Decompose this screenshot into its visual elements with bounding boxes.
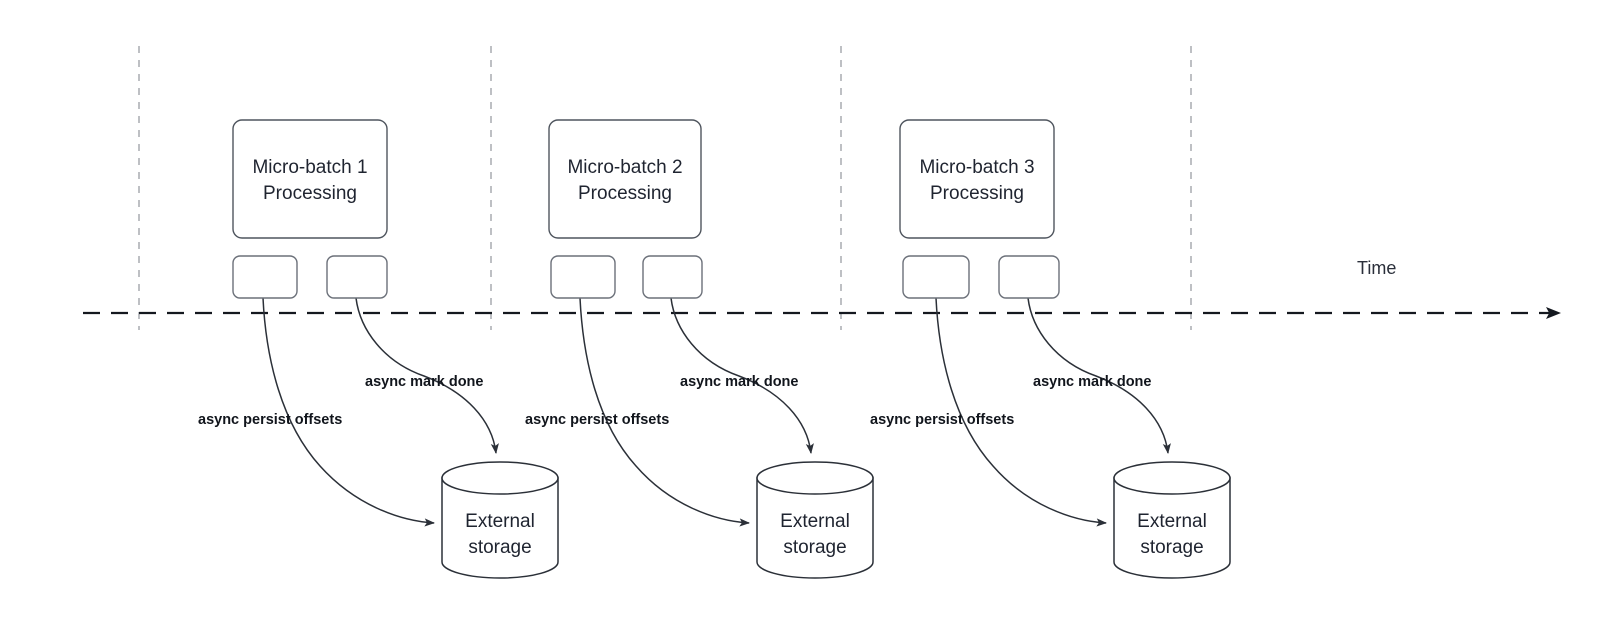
micro-batch-3-box[interactable] <box>899 119 1055 239</box>
persist-offsets-label-1: async persist offsets <box>198 412 342 428</box>
persist-task-box-1[interactable] <box>232 255 298 299</box>
mark-done-label-1: async mark done <box>365 374 483 390</box>
mark-done-label-3: async mark done <box>1033 374 1151 390</box>
batch-group-2: Micro-batch 2 Processing async persist o… <box>525 119 874 579</box>
mark-done-task-box-1[interactable] <box>326 255 388 299</box>
external-storage-1-label-line1: External <box>465 511 535 532</box>
persist-offsets-label-3: async persist offsets <box>870 412 1014 428</box>
external-storage-3-label-line2: storage <box>1140 537 1203 558</box>
micro-batch-3-label-line1: Micro-batch 3 <box>919 157 1034 178</box>
persist-offsets-arrow-1 <box>262 297 435 527</box>
external-storage-2-body[interactable] <box>756 477 874 579</box>
external-storage-1[interactable]: External storage <box>441 461 559 579</box>
external-storage-2-top <box>756 461 874 495</box>
persist-offsets-arrow-3 <box>935 297 1107 527</box>
external-storage-1-label-line2: storage <box>468 537 531 558</box>
external-storage-3-top <box>1113 461 1231 495</box>
persist-task-box-2[interactable] <box>550 255 616 299</box>
micro-batch-2-box[interactable] <box>548 119 702 239</box>
external-storage-2-label-line2: storage <box>783 537 846 558</box>
mark-done-arrow-1 <box>355 297 499 454</box>
micro-batch-3-label-line2: Processing <box>930 183 1024 204</box>
persist-offsets-label-2: async persist offsets <box>525 412 669 428</box>
external-storage-3-label-line1: External <box>1137 511 1207 532</box>
time-axis: Time <box>83 258 1561 319</box>
external-storage-1-body[interactable] <box>441 477 559 579</box>
external-storage-3-body[interactable] <box>1113 477 1231 579</box>
micro-batch-2-label-line1: Micro-batch 2 <box>567 157 682 178</box>
micro-batch-3-node[interactable]: Micro-batch 3 Processing <box>899 119 1055 239</box>
time-axis-label: Time <box>1357 258 1396 278</box>
persist-offsets-arrow-2 <box>579 297 750 527</box>
micro-batch-1-label-line1: Micro-batch 1 <box>252 157 367 178</box>
micro-batch-1-node[interactable]: Micro-batch 1 Processing <box>232 119 388 239</box>
external-storage-2[interactable]: External storage <box>756 461 874 579</box>
batch-group-1: Micro-batch 1 Processing async persist o… <box>198 119 559 579</box>
batch-group-3: Micro-batch 3 Processing async persist o… <box>870 119 1231 579</box>
persist-task-box-3[interactable] <box>902 255 970 299</box>
external-storage-3[interactable]: External storage <box>1113 461 1231 579</box>
tick-lines <box>138 46 1192 330</box>
micro-batch-1-box[interactable] <box>232 119 388 239</box>
micro-batch-1-label-line2: Processing <box>263 183 357 204</box>
mark-done-arrow-2 <box>670 297 814 454</box>
external-storage-1-top <box>441 461 559 495</box>
micro-batch-2-node[interactable]: Micro-batch 2 Processing <box>548 119 702 239</box>
mark-done-arrow-3 <box>1027 297 1171 454</box>
mark-done-label-2: async mark done <box>680 374 798 390</box>
mark-done-task-box-2[interactable] <box>642 255 703 299</box>
external-storage-2-label-line1: External <box>780 511 850 532</box>
micro-batch-2-label-line2: Processing <box>578 183 672 204</box>
mark-done-task-box-3[interactable] <box>998 255 1060 299</box>
